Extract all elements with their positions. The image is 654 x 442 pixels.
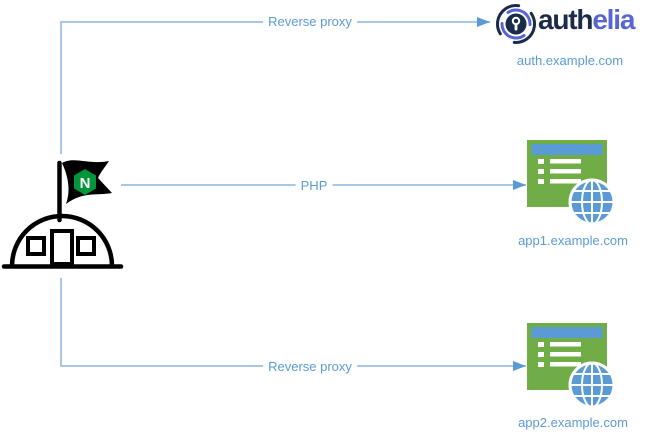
edge-nginx-app2 [60, 278, 526, 371]
nginx-door [50, 229, 74, 266]
authelia-logo-icon [496, 4, 536, 44]
app2-globe-icon [568, 361, 616, 409]
authelia-outer-arc [496, 4, 536, 44]
app1-list-lines [538, 159, 581, 184]
nginx-hexagon [74, 169, 96, 195]
authelia-wordmark: authelia [538, 4, 635, 36]
app1-domain-label: app1.example.com [518, 233, 628, 248]
authelia-keyhole-stem [514, 23, 518, 31]
authelia-domain-label: auth.example.com [516, 53, 624, 68]
edge-label-php: PHP [295, 178, 333, 193]
nginx-icon: N [1, 160, 124, 269]
nginx-dome [9, 213, 115, 269]
authelia-wordmark-elia: elia [592, 4, 635, 35]
app2-web-app-icon [527, 323, 616, 409]
nginx-flag-letter: N [80, 175, 91, 192]
authelia-inner-arc [500, 8, 532, 40]
app2-titlebar [531, 327, 603, 338]
app2-domain-label: app2.example.com [518, 415, 628, 430]
authelia-wordmark-auth: auth [538, 4, 594, 35]
nginx-window-right [76, 236, 96, 256]
edge-label-reverse-proxy-top: Reverse proxy [263, 14, 357, 29]
app1-titlebar [531, 144, 603, 155]
nginx-window-left [26, 236, 46, 256]
app1-web-app-icon [527, 140, 616, 226]
edge-label-reverse-proxy-bottom: Reverse proxy [263, 359, 357, 374]
edge-nginx-authelia [60, 17, 490, 154]
app1-globe-icon [568, 178, 616, 226]
app2-list-lines [538, 342, 581, 367]
